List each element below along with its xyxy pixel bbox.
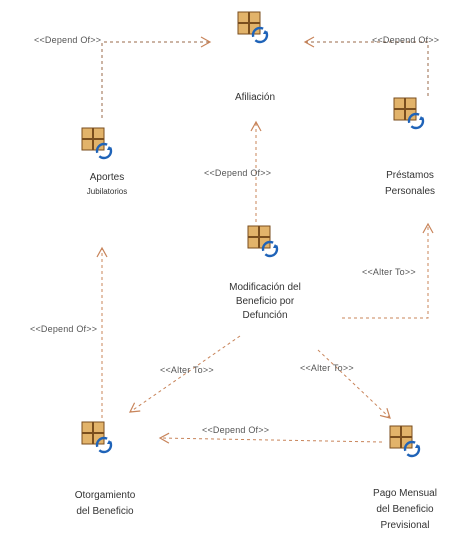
- use-case-icon: [237, 11, 269, 44]
- edge-label-modificacion-otorgamiento: <<Alter To>>: [160, 365, 214, 375]
- use-case-label-line1: Préstamos: [386, 170, 434, 181]
- use-case-label-line1: Modificación del: [229, 282, 301, 293]
- edge-prestamos-afiliacion: [303, 36, 429, 96]
- edge-label-modificacion-afiliacion: <<Depend Of>>: [204, 168, 272, 178]
- use-case-icon: [393, 97, 425, 130]
- edge-label-modificacion-pago: <<Alter To>>: [300, 363, 354, 373]
- use-case-label: Afiliación: [234, 92, 276, 103]
- use-case-label-line1: Aportes: [89, 172, 125, 183]
- use-case-label-line3: Defunción: [242, 310, 288, 321]
- use-case-label-line2: Beneficio por: [235, 296, 295, 307]
- edge-label-otorgamiento-aportes: <<Depend Of>>: [30, 324, 98, 334]
- edge-label-prestamos-afiliacion: <<Depend Of>>: [372, 35, 440, 45]
- edge-pago-otorgamiento: [158, 432, 383, 444]
- use-case-label-line1: Pago Mensual: [373, 488, 437, 499]
- use-case-otorgamiento-beneficio[interactable]: Otorgamiento del Beneficio: [50, 420, 160, 530]
- use-case-afiliacion[interactable]: Afiliación: [200, 10, 310, 110]
- use-case-modificacion-beneficio[interactable]: Modificación del Beneficio por Defunción: [200, 224, 330, 324]
- use-case-label-line3: Previsional: [380, 520, 430, 531]
- edge-modificacion-pago: [317, 349, 391, 419]
- edge-modificacion-otorgamiento: [128, 335, 241, 413]
- use-case-icon: [81, 127, 113, 160]
- use-case-label-line2: Personales: [384, 186, 436, 197]
- use-case-icon: [389, 425, 421, 458]
- use-case-icon: [81, 421, 113, 454]
- edge-modificacion-prestamos: [342, 222, 434, 319]
- use-case-pago-mensual[interactable]: Pago Mensual del Beneficio Previsional: [350, 424, 460, 536]
- use-case-prestamos-personales[interactable]: Préstamos Personales: [370, 96, 468, 206]
- use-case-label-line1: Otorgamiento: [74, 490, 136, 501]
- use-case-label-line2: del Beneficio: [76, 506, 134, 517]
- edge-label-aportes-afiliacion: <<Depend Of>>: [34, 35, 102, 45]
- edge-label-modificacion-prestamos: <<Alter To>>: [362, 267, 416, 277]
- edge-label-pago-otorgamiento: <<Depend Of>>: [202, 425, 270, 435]
- use-case-label-line2: del Beneficio: [376, 504, 434, 515]
- use-case-icon: [247, 225, 279, 258]
- use-case-label-line2: Jubilatorios: [86, 187, 128, 196]
- edge-aportes-afiliacion: [101, 36, 212, 118]
- use-case-aportes-jubilatorios[interactable]: Aportes Jubilatorios: [52, 126, 162, 226]
